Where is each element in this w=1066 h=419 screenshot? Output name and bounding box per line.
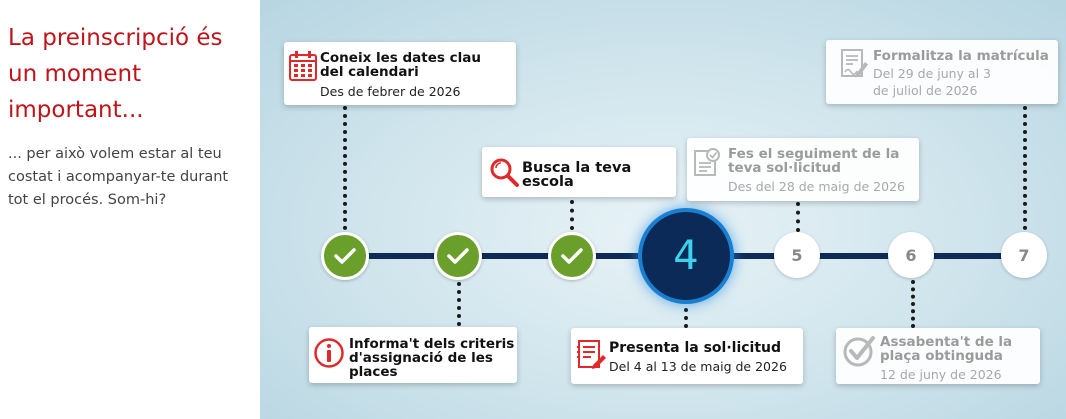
- step-3-card[interactable]: Busca la teva escola: [482, 147, 676, 197]
- step-5-card[interactable]: Fes el seguiment de la teva sol·licitud …: [687, 138, 919, 201]
- step-6-subtitle: 12 de juny de 2026: [880, 367, 1002, 382]
- step-4-node[interactable]: 4: [642, 212, 730, 300]
- step-6-card[interactable]: Assabenta't de la plaça obtinguda 12 de …: [836, 328, 1040, 384]
- step-3-title: Busca la teva escola: [522, 160, 632, 190]
- step-7-title: Formalitza la matrícula: [873, 48, 1049, 64]
- step-4-subtitle: Del 4 al 13 de maig de 2026: [609, 359, 787, 374]
- step-3-node[interactable]: [548, 232, 596, 280]
- step-5-title: Fes el seguiment de la teva sol·licitud: [728, 146, 900, 176]
- checkmark-icon: [561, 248, 583, 264]
- step-7-subtitle: Del 29 de juny al 3 de juliol de 2026: [873, 66, 991, 98]
- calendar-icon: [289, 51, 317, 81]
- step-5-number: 5: [791, 245, 803, 265]
- step-6-node[interactable]: 6: [888, 232, 934, 278]
- connector-step-4: [684, 300, 688, 328]
- step-6-number: 6: [905, 245, 917, 265]
- step-2-card[interactable]: Informa't dels criteris d'assignació de …: [309, 327, 517, 383]
- step-1-node[interactable]: [321, 232, 369, 280]
- search-icon: [490, 158, 519, 187]
- application-form-icon: [577, 340, 606, 369]
- step-4-number: 4: [673, 233, 699, 279]
- step-7-number: 7: [1018, 245, 1030, 265]
- connector-step-1: [343, 106, 347, 230]
- step-2-title: Informa't dels criteris d'assignació de …: [349, 336, 515, 380]
- contract-sign-icon: [841, 49, 868, 78]
- intro-text: ... per això volem estar al teu costat i…: [8, 146, 229, 208]
- step-5-node[interactable]: 5: [774, 232, 820, 278]
- step-4-card[interactable]: Presenta la sol·licitud Del 4 al 13 de m…: [571, 328, 803, 384]
- preinscription-timeline: 4 5 6 7 Coneix les dates clau del calend…: [260, 0, 1066, 419]
- step-4-title: Presenta la sol·licitud: [609, 340, 782, 356]
- step-1-card[interactable]: Coneix les dates clau del calendari Des …: [284, 42, 516, 105]
- step-1-subtitle: Des de febrer de 2026: [320, 84, 461, 99]
- intro-title: La preinscripció és un moment important.…: [8, 25, 223, 123]
- step-1-title: Coneix les dates clau del calendari: [320, 50, 481, 80]
- connector-step-7: [1023, 106, 1027, 230]
- connector-step-3: [570, 200, 574, 230]
- step-7-node[interactable]: 7: [1001, 232, 1047, 278]
- intro-panel: La preinscripció és un moment important.…: [0, 0, 260, 419]
- step-6-title: Assabenta't de la plaça obtinguda: [880, 334, 1013, 364]
- checkmark-circle-icon: [843, 336, 875, 367]
- connector-step-5: [796, 202, 800, 232]
- step-7-card[interactable]: Formalitza la matrícula Del 29 de juny a…: [826, 40, 1058, 104]
- connector-step-2: [457, 282, 461, 326]
- checkmark-icon: [447, 248, 469, 264]
- checkmark-icon: [334, 248, 356, 264]
- info-icon: [314, 338, 344, 368]
- connector-step-6: [911, 280, 915, 328]
- step-5-subtitle: Des del 28 de maig de 2026: [728, 179, 905, 194]
- step-2-node[interactable]: [434, 232, 482, 280]
- document-check-icon: [694, 148, 720, 176]
